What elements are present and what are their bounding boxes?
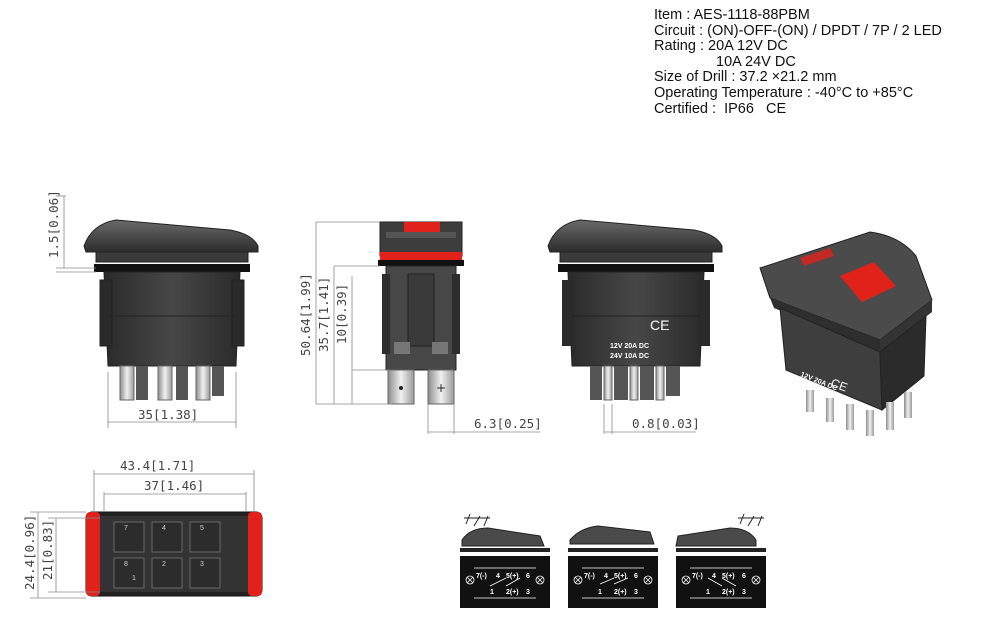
- sch-r-pin-3: 3: [742, 589, 746, 596]
- dim-terminal-width-label: 6.3[0.25]: [474, 416, 542, 431]
- svg-text:+: +: [436, 381, 446, 395]
- dim-body-width-top-label: 37[1.46]: [144, 478, 204, 493]
- spec-circuit: Circuit : (ON)-OFF-(ON) / DPDT / 7P / 2 …: [654, 22, 942, 39]
- pin-8: 8: [124, 561, 128, 568]
- isometric-view: CE 12V 20A DC 24V 10A DC: [759, 231, 933, 436]
- dim-bezel-height-label: 1.5[0.06]: [46, 190, 61, 258]
- spec-certified: Certified : IP66 CE: [654, 100, 787, 117]
- dim-bottom: [30, 470, 255, 599]
- spec-rating-1: Rating : 20A 12V DC: [654, 38, 788, 55]
- sch-c-pin-2: 2(+): [614, 589, 627, 596]
- side-view-right: CE 12V 20A DC 24V 10A DC: [547, 219, 723, 401]
- dim-total-height-label: 50.64[1.99]: [298, 273, 313, 356]
- dim-body-height-label: 35.7[1.41]: [316, 277, 331, 352]
- spec-drill: Size of Drill : 37.2 ×21.2 mm: [654, 69, 837, 86]
- pin-3: 3: [200, 561, 204, 568]
- sch-pin-6: 6: [526, 573, 530, 580]
- dim-terminal-length-label: 10[0.39]: [334, 284, 349, 344]
- dim-front-heights: [315, 221, 540, 434]
- spec-rating-2: 10A 24V DC: [716, 53, 796, 70]
- schematic-left: 7(-) 4 5(+) 6 1 2(+) 3: [460, 513, 550, 608]
- dim-body-width-label: 35[1.38]: [138, 407, 198, 422]
- iso-ce-mark: CE: [829, 376, 849, 395]
- bottom-view: 7 4 5 8 2 3 1: [85, 511, 263, 597]
- sch-pin-2: 2(+): [506, 589, 519, 596]
- sch-pin-3: 3: [526, 589, 530, 596]
- spec-block: Item : AES-1118-88PBM Circuit : (ON)-OFF…: [654, 7, 942, 117]
- sch-r-pin-2: 2(+): [722, 589, 735, 596]
- lamp-on-icon-right: [738, 513, 764, 527]
- sch-r-pin-1: 1: [706, 589, 710, 596]
- schematic-right: 7(-) 4 5(+) 6 1 2(+) 3: [675, 513, 766, 608]
- sch-r-pin-7: 7(-): [692, 573, 703, 580]
- dim-bezel-width-label: 43.4[1.71]: [120, 458, 195, 473]
- side-view-left: [83, 219, 259, 401]
- schematic-center: 7(-) 4 5(+) 6 1 2(+) 3: [568, 525, 658, 608]
- pin-4: 4: [162, 525, 166, 532]
- rating-row-1: 12V 20A DC: [610, 343, 649, 350]
- rating-row-2: 24V 10A DC: [610, 353, 649, 360]
- spec-temperature: Operating Temperature : -40°C to +85°C: [654, 84, 914, 101]
- sch-pin-5: 5(+): [506, 573, 519, 580]
- sch-c-pin-3: 3: [634, 589, 638, 596]
- sch-pin-4: 4: [496, 573, 500, 580]
- sch-pin-1: 1: [490, 589, 494, 596]
- front-view: +: [378, 221, 464, 405]
- sch-c-pin-7: 7(-): [584, 573, 595, 580]
- dim-terminal-thickness-label: 0.8[0.03]: [632, 416, 700, 431]
- dim-body-width: [107, 372, 237, 428]
- pin-2: 2: [162, 561, 166, 568]
- sch-c-pin-6: 6: [634, 573, 638, 580]
- lamp-on-icon: [464, 513, 490, 527]
- pin-1: 1: [132, 575, 136, 582]
- sch-c-pin-1: 1: [598, 589, 602, 596]
- dim-bezel-depth-label: 24.4[0.96]: [22, 515, 37, 590]
- dim-body-depth-label: 21[0.83]: [40, 520, 55, 580]
- ce-mark: CE: [650, 317, 669, 333]
- sch-r-pin-5: 5(+): [722, 573, 735, 580]
- sch-c-pin-5: 5(+): [614, 573, 627, 580]
- pin-7: 7: [124, 525, 128, 532]
- dim-terminal-thickness: [603, 404, 696, 434]
- sch-pin-7: 7(-): [476, 573, 487, 580]
- sch-r-pin-6: 6: [742, 573, 746, 580]
- sch-r-pin-4: 4: [712, 573, 716, 580]
- pin-5: 5: [200, 525, 204, 532]
- dim-bezel-height: [56, 195, 96, 273]
- sch-c-pin-4: 4: [604, 573, 608, 580]
- spec-item: Item : AES-1118-88PBM: [654, 7, 810, 23]
- led-window-icon: [840, 262, 896, 302]
